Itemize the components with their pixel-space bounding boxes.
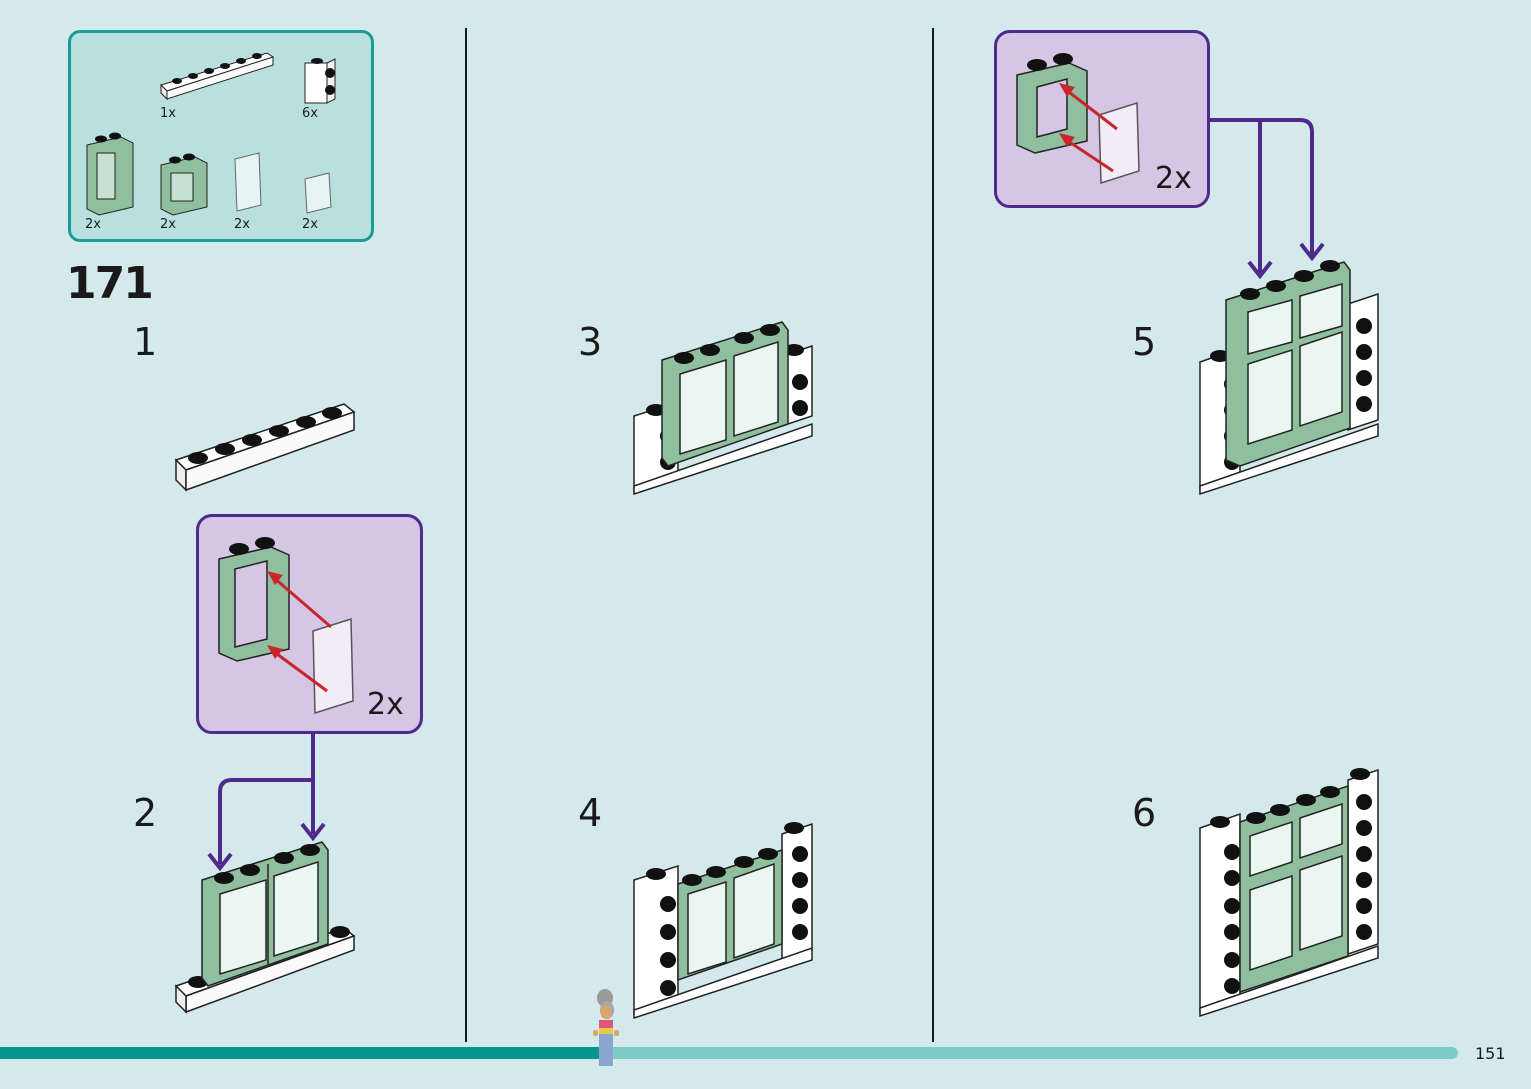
step-2-connector-arrows <box>207 734 326 872</box>
window-frame-tall-icon <box>86 132 134 216</box>
insert-arrows-icon <box>267 571 332 693</box>
part-qty: 2x <box>302 217 318 232</box>
step-2-callout: 2x <box>196 514 423 734</box>
glass-tall-icon <box>234 152 262 212</box>
column-divider-1 <box>465 28 467 1042</box>
bag-number: 171 <box>66 258 154 309</box>
step-3-assembly-illustration <box>633 321 813 496</box>
step-number-5: 5 <box>1132 320 1157 364</box>
part-qty: 2x <box>85 217 101 232</box>
page-number: 151 <box>1475 1044 1506 1063</box>
part-qty: 6x <box>302 106 318 121</box>
insert-arrows-icon <box>1059 83 1118 173</box>
step-5-assembly-illustration <box>1199 260 1379 496</box>
parts-list-box: 1x 6x 2x 2x 2x 2x <box>68 30 374 242</box>
callout-quantity: 2x <box>367 687 404 722</box>
step-5-connector-arrows <box>1210 118 1325 280</box>
callout-quantity: 2x <box>1155 161 1192 196</box>
build-progress-bar <box>0 1047 1458 1059</box>
part-qty: 1x <box>160 106 176 121</box>
step-6-assembly-illustration <box>1199 768 1379 1018</box>
part-qty: 2x <box>160 217 176 232</box>
step-5-callout: 2x <box>994 30 1210 208</box>
step-number-4: 4 <box>578 791 603 835</box>
step-number-3: 3 <box>578 320 603 364</box>
step-number-6: 6 <box>1132 791 1157 835</box>
plate-1x6-icon <box>160 52 275 101</box>
glass-short-icon <box>304 172 332 214</box>
step-number-2: 2 <box>133 791 158 835</box>
window-frame-short-icon <box>160 153 208 216</box>
step-2-assembly-illustration <box>174 841 356 1014</box>
part-qty: 2x <box>234 217 250 232</box>
step-1-plate-illustration <box>174 403 356 492</box>
column-divider-2 <box>932 28 934 1042</box>
step-4-assembly-illustration <box>633 822 813 1020</box>
window-frame-short-icon <box>1016 53 1088 154</box>
brick-1x1-side-studs-icon <box>304 58 336 104</box>
minifigure-icon <box>593 989 620 1066</box>
step-number-1: 1 <box>133 320 158 364</box>
build-progress-fill <box>0 1047 606 1059</box>
